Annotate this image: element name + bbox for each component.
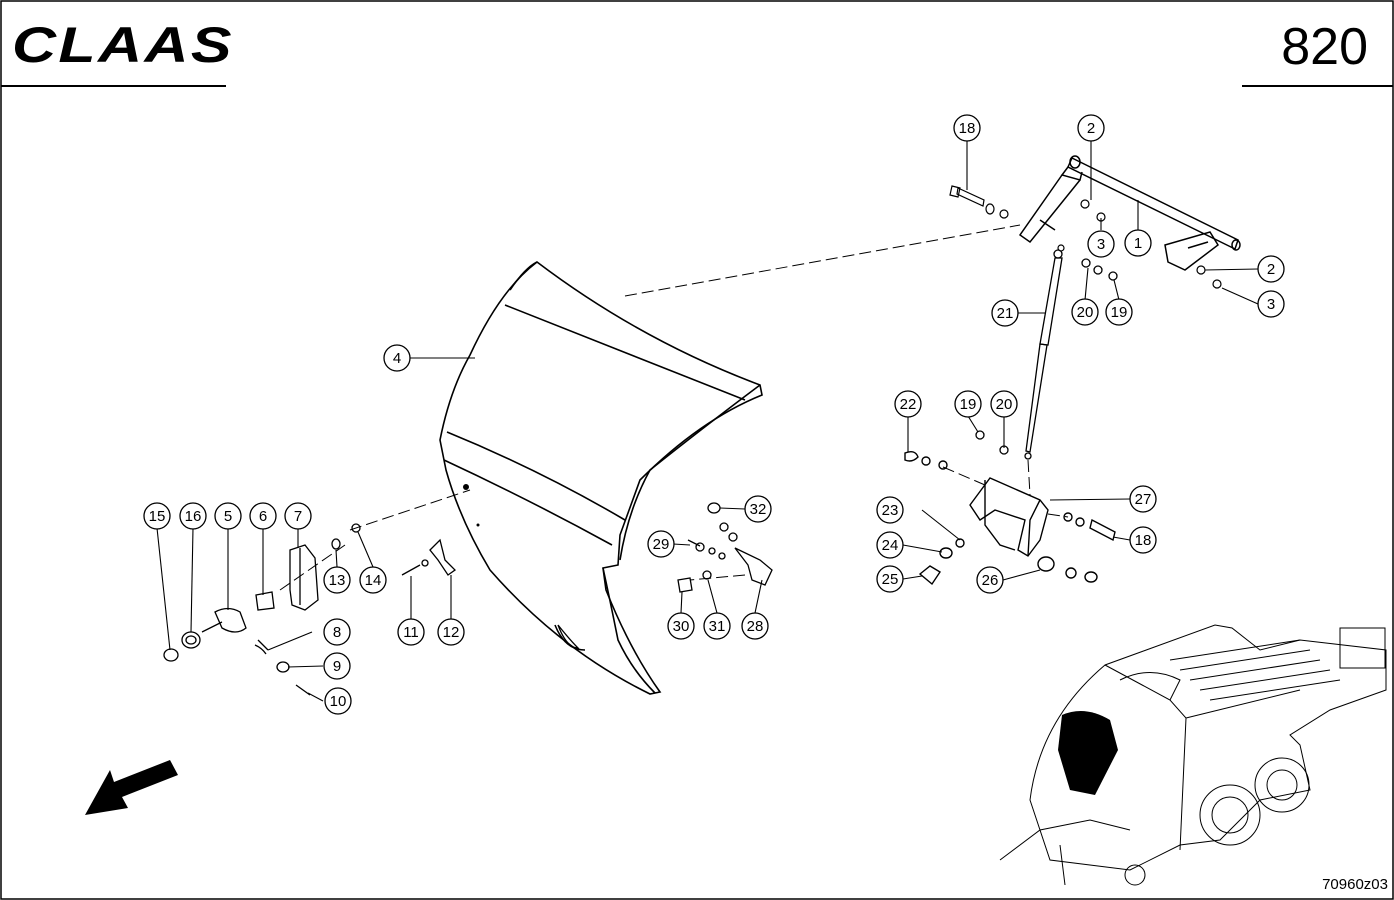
callout-7: 7 [284, 502, 312, 530]
svg-text:20: 20 [1077, 304, 1094, 321]
callout-18b: 18 [1129, 526, 1157, 554]
svg-text:25: 25 [882, 571, 899, 588]
gas-strut [975, 249, 1118, 460]
callout-15: 15 [143, 502, 171, 530]
lower-bracket [904, 450, 1116, 586]
callout-3b: 3 [1257, 290, 1285, 318]
callout-10: 10 [324, 687, 352, 715]
svg-text:15: 15 [149, 508, 166, 525]
svg-text:29: 29 [653, 536, 670, 553]
svg-text:24: 24 [882, 537, 899, 554]
svg-text:21: 21 [997, 305, 1014, 322]
svg-text:18: 18 [959, 120, 976, 137]
svg-text:26: 26 [982, 572, 999, 589]
callout-21: 21 [991, 299, 1019, 327]
callout-20a: 20 [1071, 298, 1099, 326]
callout-19b: 19 [954, 390, 982, 418]
callout-5: 5 [214, 502, 242, 530]
callout-22: 22 [894, 390, 922, 418]
svg-text:3: 3 [1097, 236, 1105, 253]
svg-text:16: 16 [185, 508, 202, 525]
svg-text:23: 23 [882, 502, 899, 519]
svg-text:18: 18 [1135, 532, 1152, 549]
callout-28: 28 [741, 612, 769, 640]
svg-text:19: 19 [960, 396, 977, 413]
svg-text:28: 28 [747, 618, 764, 635]
svg-text:20: 20 [996, 396, 1013, 413]
brand-logo-text: CLAAS [12, 17, 234, 73]
svg-text:10: 10 [330, 693, 347, 710]
svg-text:2: 2 [1087, 120, 1095, 137]
brand-logo: CLAAS [12, 17, 234, 73]
svg-text:13: 13 [329, 572, 346, 589]
svg-text:27: 27 [1135, 491, 1152, 508]
callout-9: 9 [323, 652, 351, 680]
callout-30: 30 [667, 612, 695, 640]
assembly-dashes [279, 224, 1069, 591]
svg-text:8: 8 [333, 624, 341, 641]
svg-text:6: 6 [259, 508, 267, 525]
baler-front-grille [1058, 711, 1118, 795]
callout-20b: 20 [990, 390, 1018, 418]
callout-12: 12 [437, 618, 465, 646]
hood-mark [476, 523, 480, 527]
svg-text:12: 12 [443, 624, 460, 641]
callout-24: 24 [876, 531, 904, 559]
svg-text:32: 32 [750, 501, 767, 518]
latch-assembly [163, 523, 457, 696]
callout-19a: 19 [1105, 298, 1133, 326]
callout-6: 6 [249, 502, 277, 530]
callout-8: 8 [323, 618, 351, 646]
drawing-code: 70960z03 [1322, 876, 1388, 893]
svg-text:14: 14 [365, 572, 382, 589]
callout-25: 25 [876, 565, 904, 593]
callout-32: 32 [744, 495, 772, 523]
callout-14: 14 [359, 566, 387, 594]
callout-11: 11 [397, 618, 425, 646]
hood-hole [463, 484, 469, 490]
svg-text:5: 5 [224, 508, 232, 525]
svg-text:4: 4 [393, 350, 401, 367]
callout-4: 4 [383, 344, 411, 372]
svg-text:11: 11 [403, 624, 419, 641]
svg-text:9: 9 [333, 658, 341, 675]
direction-arrow-icon [85, 760, 178, 815]
svg-text:3: 3 [1267, 296, 1275, 313]
callout-13: 13 [323, 566, 351, 594]
svg-text:19: 19 [1111, 304, 1128, 321]
callout-26: 26 [976, 566, 1004, 594]
hood-panel [439, 260, 763, 695]
callout-3a: 3 [1087, 230, 1115, 258]
svg-text:22: 22 [900, 396, 917, 413]
svg-text:1: 1 [1134, 235, 1142, 252]
svg-text:31: 31 [709, 618, 726, 635]
callout-1: 1 [1124, 229, 1152, 257]
baler-thumbnail-icon [999, 624, 1387, 886]
callout-18a: 18 [953, 114, 981, 142]
callout-29: 29 [647, 530, 675, 558]
callout-23: 23 [876, 496, 904, 524]
hinge-frame [1018, 155, 1241, 271]
leader-lines [156, 140, 1259, 702]
page-number: 820 [1281, 18, 1368, 76]
callout-31: 31 [703, 612, 731, 640]
svg-text:7: 7 [294, 508, 302, 525]
hinge-frame-hardware [949, 185, 1222, 289]
callout-2b: 2 [1257, 255, 1285, 283]
callout-27: 27 [1129, 485, 1157, 513]
callout-2a: 2 [1077, 114, 1105, 142]
svg-text:30: 30 [673, 618, 690, 635]
callout-16: 16 [179, 502, 207, 530]
svg-text:2: 2 [1267, 261, 1275, 278]
